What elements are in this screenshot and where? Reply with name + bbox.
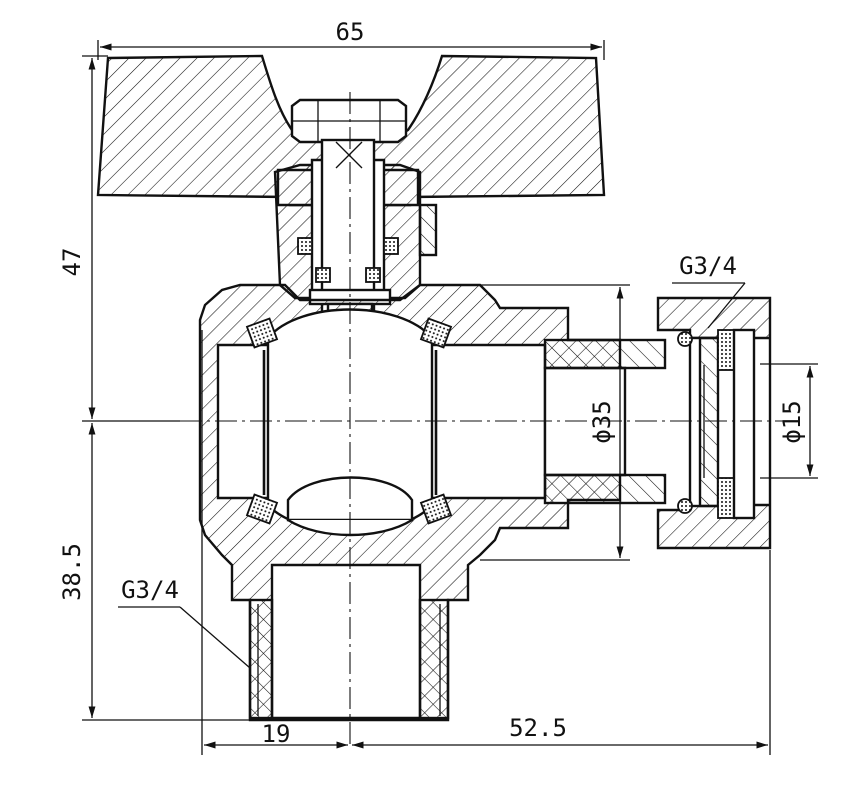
dim-bore-diameter: ϕ15 <box>778 400 806 443</box>
dim-lower-height: 38.5 <box>58 543 86 601</box>
hex-nut <box>290 98 408 144</box>
inlet-thread <box>248 598 450 720</box>
thread-label-nut: G3/4 <box>679 252 737 280</box>
union-nut <box>656 296 772 550</box>
stem-seals <box>297 237 399 283</box>
thread-label-inlet: G3/4 <box>121 576 179 604</box>
dimension-lines <box>82 40 818 755</box>
dim-upper-height: 47 <box>58 248 86 277</box>
dim-left-offset: 19 <box>262 720 291 748</box>
dim-overall-width: 65 <box>336 18 365 46</box>
dim-outlet-diameter: ϕ35 <box>588 400 616 443</box>
center-lines <box>180 92 790 745</box>
dim-right-length: 52.5 <box>509 714 567 742</box>
ball-seats <box>245 317 453 525</box>
